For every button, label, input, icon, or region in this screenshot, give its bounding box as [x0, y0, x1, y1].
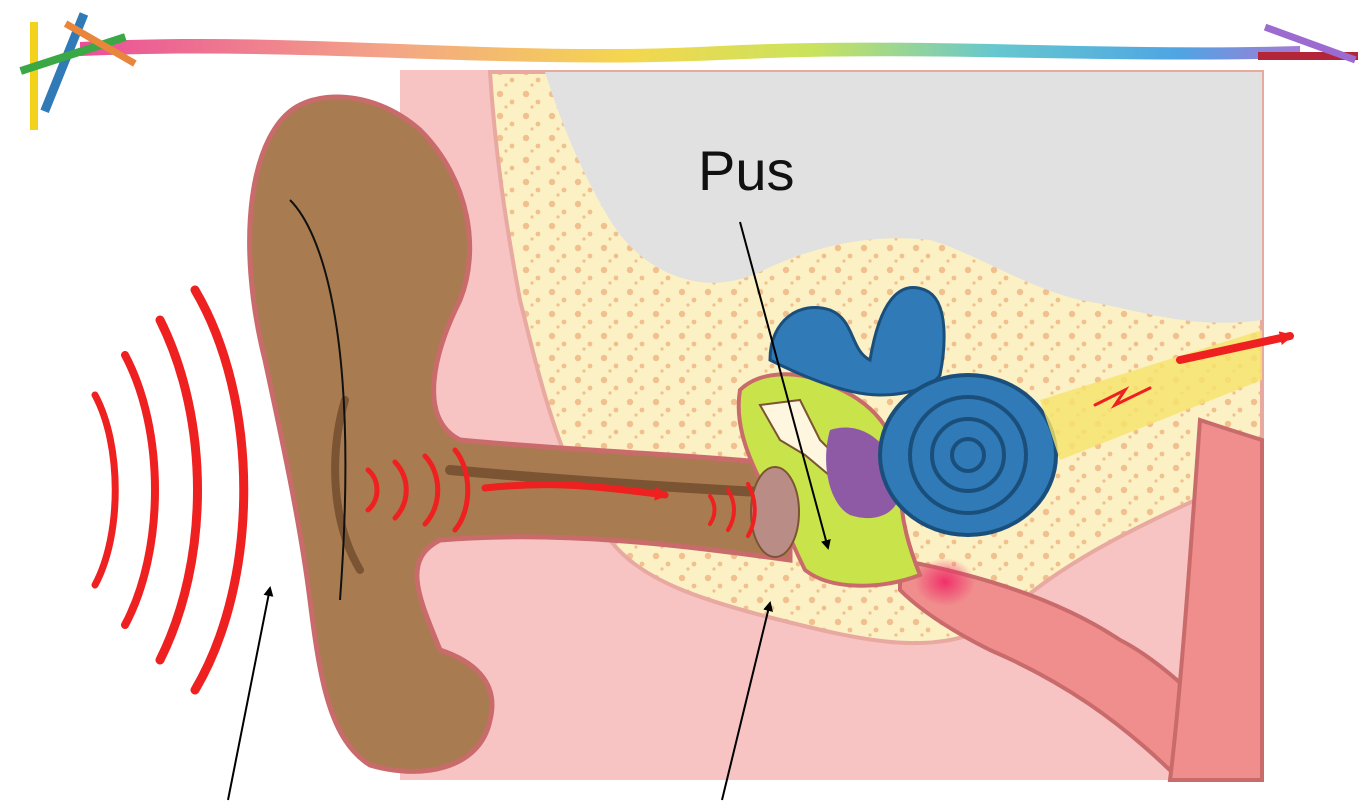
pus-label: Pus [698, 139, 795, 202]
outer-ear-pointer-arrow [228, 588, 270, 800]
eardrum [751, 467, 799, 557]
crayon-banner [80, 39, 1300, 63]
pencils-right-icon [1258, 24, 1358, 63]
inflamed-spot [915, 558, 975, 606]
pencils-left-icon [19, 12, 136, 130]
